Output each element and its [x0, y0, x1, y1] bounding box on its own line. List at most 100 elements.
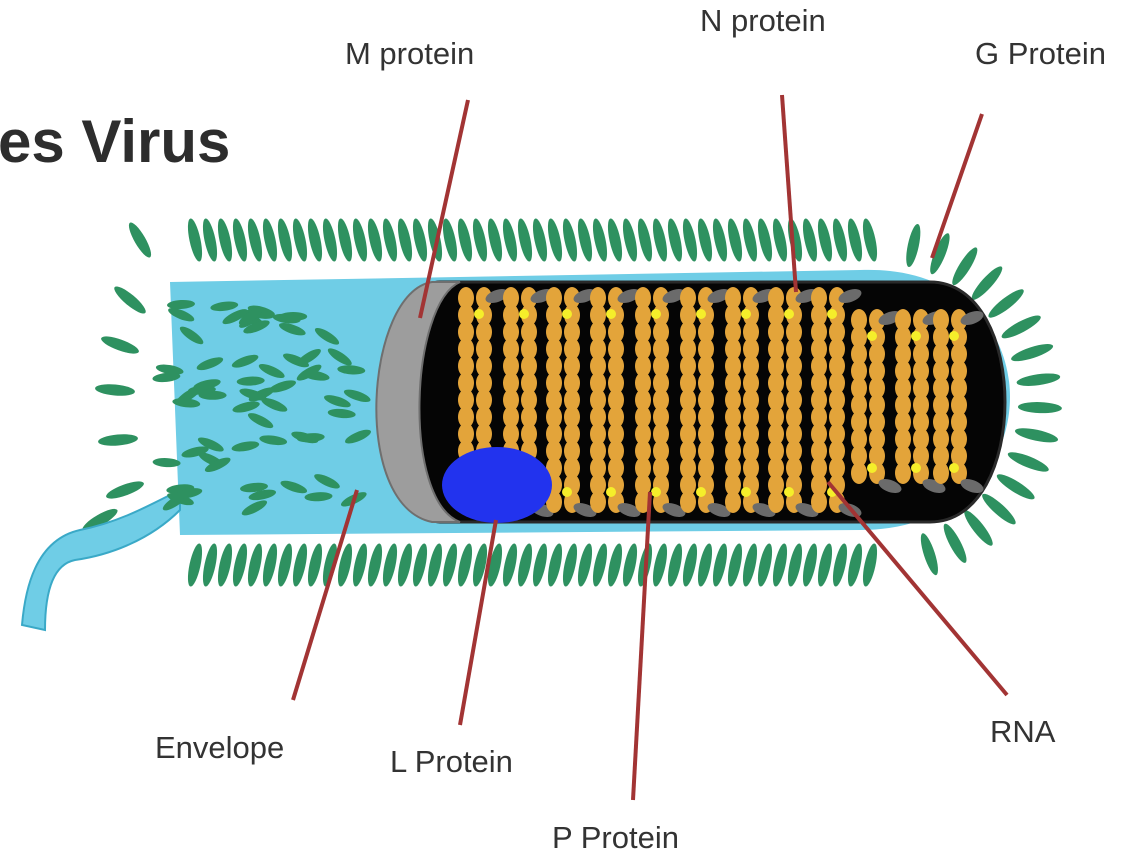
- g-protein-spike: [725, 217, 745, 262]
- rna-node: [784, 309, 794, 319]
- g-protein-spike: [770, 542, 790, 587]
- g-protein-spike: [903, 223, 923, 268]
- leader-p-protein: [633, 492, 650, 800]
- g-protein-spike: [275, 542, 295, 587]
- g-protein-spike: [985, 286, 1026, 322]
- g-protein-spike: [470, 217, 490, 262]
- g-protein-spike: [635, 217, 655, 262]
- rna-node: [949, 463, 959, 473]
- g-protein-spike: [440, 542, 460, 587]
- g-protein-spike: [650, 217, 670, 262]
- rna-node: [911, 463, 921, 473]
- rna-node: [827, 309, 837, 319]
- g-protein-spike: [940, 521, 970, 565]
- g-protein-spike: [515, 542, 535, 587]
- g-protein-spike: [560, 217, 580, 262]
- g-protein-spike: [845, 217, 865, 262]
- g-protein-spike: [590, 542, 610, 587]
- rna-node: [867, 331, 877, 341]
- g-protein-spike: [1014, 425, 1059, 445]
- g-protein-spike: [605, 217, 625, 262]
- n-protein-bead: [851, 462, 867, 484]
- rna-node: [474, 309, 484, 319]
- g-protein-spike: [305, 217, 325, 262]
- rna-node: [696, 309, 706, 319]
- rna-node: [911, 331, 921, 341]
- g-protein-spike: [785, 542, 805, 587]
- n-protein-bead: [933, 462, 949, 484]
- g-protein-spike: [695, 217, 715, 262]
- g-protein-spike: [800, 542, 820, 587]
- g-protein-spike: [994, 470, 1037, 503]
- g-protein-spike: [320, 217, 340, 262]
- rna-node: [696, 487, 706, 497]
- g-protein-spike: [770, 217, 790, 262]
- g-protein-spike: [545, 217, 565, 262]
- n-protein-bead: [895, 462, 911, 484]
- rna-node: [784, 487, 794, 497]
- n-protein-bead: [811, 491, 827, 513]
- g-protein-spike: [99, 333, 140, 357]
- diagram-title: es Virus: [0, 112, 230, 172]
- label-g-protein: G Protein: [975, 38, 1106, 69]
- g-protein-spike: [365, 217, 385, 262]
- g-protein-spike: [365, 542, 385, 587]
- rna-node: [741, 487, 751, 497]
- g-protein-spike: [380, 217, 400, 262]
- g-protein-spike: [395, 217, 415, 262]
- rna-node: [606, 309, 616, 319]
- leader-g-protein: [932, 114, 982, 258]
- label-m-protein: M protein: [345, 38, 474, 69]
- label-n-protein: N protein: [700, 5, 826, 36]
- rna-node: [949, 331, 959, 341]
- g-protein-spike: [961, 507, 997, 548]
- g-protein-spike: [590, 217, 610, 262]
- label-rna: RNA: [990, 716, 1055, 747]
- g-protein-spike: [740, 542, 760, 587]
- g-protein-spike: [245, 542, 265, 587]
- g-protein-spike: [650, 542, 670, 587]
- g-protein-spike: [350, 217, 370, 262]
- g-protein-spike: [215, 217, 235, 262]
- rna-node: [651, 309, 661, 319]
- g-protein-spike: [1018, 401, 1062, 414]
- g-protein-spike: [275, 217, 295, 262]
- g-protein-spike: [245, 217, 265, 262]
- g-protein-spike: [290, 217, 310, 262]
- g-protein-spike: [830, 542, 850, 587]
- g-protein-spike: [111, 283, 149, 317]
- g-protein-spike: [968, 263, 1006, 303]
- label-p-protein: P Protein: [552, 822, 679, 853]
- g-protein-spike: [500, 542, 520, 587]
- rna-node: [651, 487, 661, 497]
- g-protein-spike: [917, 532, 941, 577]
- g-protein-spike: [620, 217, 640, 262]
- label-l-protein: L Protein: [390, 746, 513, 777]
- g-protein-spike: [845, 542, 865, 587]
- g-protein-spike: [665, 542, 685, 587]
- g-protein-spike: [815, 217, 835, 262]
- g-protein-spike: [710, 542, 730, 587]
- g-protein-spike: [710, 217, 730, 262]
- g-protein-spike: [455, 217, 475, 262]
- rna-node: [562, 487, 572, 497]
- g-protein-spike: [755, 542, 775, 587]
- g-protein-spike: [350, 542, 370, 587]
- g-protein-spike: [815, 542, 835, 587]
- g-protein-spike: [725, 542, 745, 587]
- g-protein-spike: [575, 217, 595, 262]
- g-protein-spike: [830, 217, 850, 262]
- n-protein-bead: [590, 491, 606, 513]
- g-protein-spike: [860, 217, 880, 262]
- g-protein-spike: [500, 217, 520, 262]
- g-protein-spike: [755, 217, 775, 262]
- g-protein-spike: [455, 542, 475, 587]
- g-protein-spike: [440, 217, 460, 262]
- g-protein-spike: [979, 490, 1019, 528]
- leader-n-protein: [782, 95, 796, 292]
- g-protein-spike: [200, 217, 220, 262]
- g-protein-spike: [395, 542, 415, 587]
- g-protein-spike: [1006, 449, 1051, 476]
- g-protein-spike: [1016, 371, 1061, 388]
